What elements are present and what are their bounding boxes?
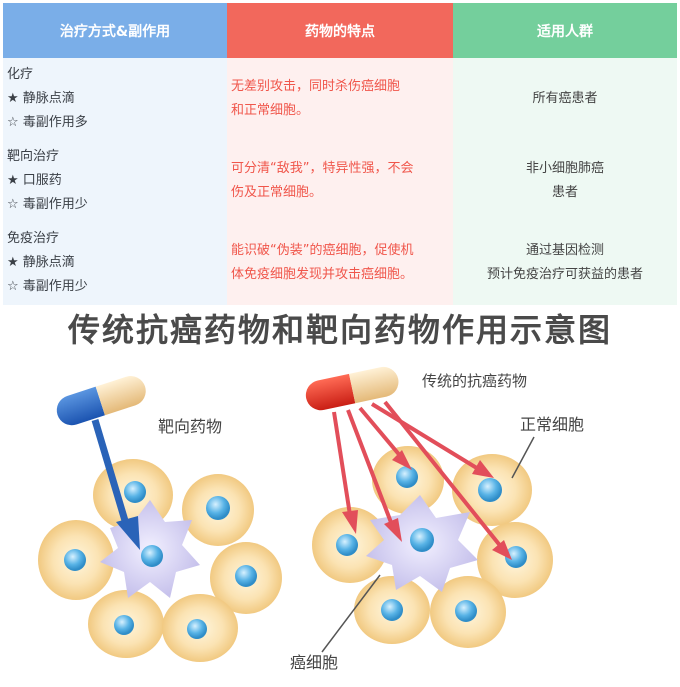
label-traditional-drug: 传统的抗癌药物 [422,372,527,390]
feature-line: 和正常细胞。 [231,103,310,118]
targeted-cluster [38,459,282,662]
nucleus [381,599,403,621]
nucleus [64,549,86,571]
row-targeted-features: 可分清“敌我”，特异性强，不会 伤及正常细胞。 [231,157,413,205]
feature-line: 能识破“伪装”的癌细胞，促使机 [231,243,414,258]
treatment-item: ★ 口服药 [7,173,62,188]
traditional-drug-capsule [305,366,399,411]
feature-line: 体免疫细胞发现并攻击癌细胞。 [231,267,414,282]
nucleus [124,481,146,503]
header-population: 适用人群 [453,3,677,58]
treatment-item: ☆ 毒副作用少 [7,197,88,212]
nucleus [235,565,257,587]
nucleus [396,466,418,488]
population-line: 所有癌患者 [532,91,598,106]
comparison-table: 治疗方式&副作用 药物的特点 适用人群 化疗 ★ 静脉点滴 ☆ 毒副作用多 无差… [3,3,677,305]
nucleus [505,546,527,568]
row-chemo-features: 无差别攻击，同时杀伤癌细胞 和正常细胞。 [231,75,400,123]
population-line: 患者 [551,185,578,200]
row-immuno-treatment: 免疫治疗 ★ 静脉点滴 ☆ 毒副作用少 [7,227,88,299]
traditional-cluster [312,446,553,648]
population-line: 预计免疫治疗可获益的患者 [486,267,643,282]
column-features [227,58,453,305]
pointer-cancer-cell [321,574,381,653]
diagram-title: 传统抗癌药物和靶向药物作用示意图 [67,311,612,349]
population-line: 通过基因检测 [525,243,604,258]
header-treatment: 治疗方式&副作用 [3,3,227,58]
treatment-item: ☆ 毒副作用少 [7,279,88,294]
targeted-drug-capsule [56,376,146,426]
label-targeted-drug: 靶向药物 [158,417,222,436]
nucleus [478,478,502,502]
population-line: 非小细胞肺癌 [525,161,604,176]
nucleus [410,528,434,552]
targeted-arrow [91,419,140,550]
treatment-item: ★ 静脉点滴 [7,91,75,106]
nucleus [187,619,207,639]
column-population [453,58,677,305]
row-immuno-features: 能识破“伪装”的癌细胞，促使机 体免疫细胞发现并攻击癌细胞。 [231,239,413,287]
nucleus [455,600,477,622]
header-features: 药物的特点 [227,3,453,58]
feature-line: 伤及正常细胞。 [231,185,323,200]
treatment-type: 免疫治疗 [7,231,60,246]
feature-line: 无差别攻击，同时杀伤癌细胞 [231,79,401,94]
label-cancer-cell: 癌细胞 [290,653,338,672]
nucleus [114,615,134,635]
column-treatment [3,58,227,305]
row-chemo-population: 所有癌患者 [453,87,677,111]
label-normal-cell: 正常细胞 [520,415,584,434]
treatment-type: 化疗 [7,67,34,82]
row-targeted-treatment: 靶向治疗 ★ 口服药 ☆ 毒副作用少 [7,145,88,217]
traditional-arrows [332,400,512,560]
nucleus [336,534,358,556]
nucleus [206,496,230,520]
row-chemo-treatment: 化疗 ★ 静脉点滴 ☆ 毒副作用多 [7,63,88,135]
pointer-normal-cell [511,436,535,479]
row-targeted-population: 非小细胞肺癌 患者 [453,157,677,205]
row-immuno-population: 通过基因检测 预计免疫治疗可获益的患者 [453,239,677,287]
treatment-item: ☆ 毒副作用多 [7,115,88,130]
nucleus [141,545,163,567]
treatment-type: 靶向治疗 [7,149,60,164]
treatment-item: ★ 静脉点滴 [7,255,75,270]
feature-line: 可分清“敌我”，特异性强，不会 [231,161,414,176]
